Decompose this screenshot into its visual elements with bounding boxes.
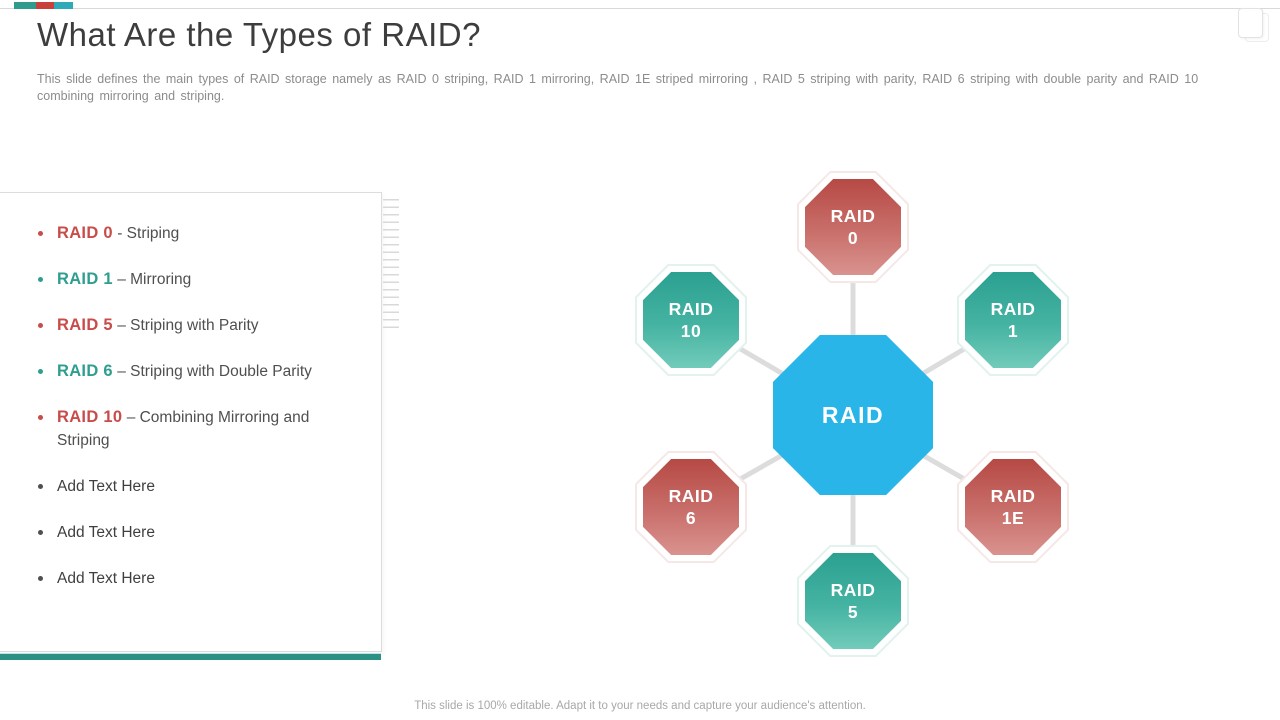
raid-type-list: RAID 0 - Striping RAID 1 – Mirroring RAI…: [38, 222, 338, 613]
node-label-line1: RAID: [830, 206, 876, 226]
node-raid-1: RAID 1: [957, 264, 1069, 376]
octagon-shape: RAID 6: [643, 459, 739, 555]
node-raid-10: RAID 10: [635, 264, 747, 376]
list-item-raid-10: RAID 10 – Combining Mirroring and Stripi…: [38, 406, 323, 452]
placeholder-text: Add Text Here: [57, 524, 155, 541]
placeholder-text: Add Text Here: [57, 570, 155, 587]
node-label-line2: 1: [1007, 321, 1019, 341]
node-raid-1e: RAID 1E: [957, 451, 1069, 563]
node-raid-6: RAID 6: [635, 451, 747, 563]
bullet-dot: [38, 277, 43, 282]
bullet-dot: [38, 576, 43, 581]
raid-label: RAID 10: [57, 408, 123, 426]
bullet-dot: [38, 530, 43, 535]
panel-bottom-accent-bar: [0, 653, 381, 660]
page-front-sheet: [1238, 8, 1263, 38]
node-label-line2: 5: [847, 602, 859, 622]
list-item-raid-6: RAID 6 – Striping with Double Parity: [38, 360, 323, 383]
list-item-raid-5: RAID 5 – Striping with Parity: [38, 314, 323, 337]
raid-label: RAID 1: [57, 270, 113, 288]
footer-note: This slide is 100% editable. Adapt it to…: [414, 700, 866, 712]
placeholder-text: Add Text Here: [57, 478, 155, 495]
node-label-line1: RAID: [830, 580, 876, 600]
bullet-dot: [38, 369, 43, 374]
raid-list-panel: [0, 192, 382, 652]
accent-bar-segment-teal: [14, 2, 36, 9]
accent-bar-segment-red: [36, 2, 54, 9]
notebook-lines-decoration: [383, 193, 399, 334]
list-item-add-text-3[interactable]: Add Text Here: [38, 567, 323, 590]
header-divider-line: [0, 8, 1280, 9]
octagon-shape: RAID 10: [643, 272, 739, 368]
list-item-add-text-1[interactable]: Add Text Here: [38, 475, 323, 498]
bullet-dot: [38, 484, 43, 489]
octagon-shape: RAID 5: [805, 553, 901, 649]
raid-label: RAID 0: [57, 224, 113, 242]
page-title: What Are the Types of RAID?: [37, 16, 481, 53]
raid-label: RAID 6: [57, 362, 113, 380]
raid-description: – Mirroring: [117, 271, 192, 288]
node-label-line2: 1E: [1001, 508, 1025, 528]
raid-description: – Combining Mirroring and Striping: [57, 409, 310, 449]
bullet-dot: [38, 231, 43, 236]
raid-description: – Striping with Parity: [117, 317, 259, 334]
raid-description: - Striping: [117, 225, 180, 242]
octagon-shape: RAID 1E: [965, 459, 1061, 555]
pages-icon[interactable]: [1238, 8, 1272, 46]
node-label-line1: RAID: [668, 486, 714, 506]
raid-label: RAID 5: [57, 316, 113, 334]
raid-types-diagram: RAID 0 RAID 1 RAID 1E RAID 5 RAID 6: [600, 150, 1110, 690]
node-raid-0: RAID 0: [797, 171, 909, 283]
octagon-shape: RAID 0: [805, 179, 901, 275]
list-item-raid-1: RAID 1 – Mirroring: [38, 268, 323, 291]
raid-description: – Striping with Double Parity: [117, 363, 312, 380]
list-item-add-text-2[interactable]: Add Text Here: [38, 521, 323, 544]
node-label-line2: 0: [847, 228, 859, 248]
bullet-dot: [38, 415, 43, 420]
node-label-line2: 6: [685, 508, 697, 528]
node-label-line1: RAID: [990, 486, 1036, 506]
center-node-label: RAID: [821, 401, 885, 428]
node-raid-center: RAID: [773, 335, 933, 495]
slide-description: This slide defines the main types of RAI…: [37, 72, 1199, 103]
accent-bar: [14, 2, 73, 9]
list-item-raid-0: RAID 0 - Striping: [38, 222, 323, 245]
octagon-shape: RAID 1: [965, 272, 1061, 368]
node-label-line1: RAID: [668, 299, 714, 319]
accent-bar-segment-cyan: [54, 2, 73, 9]
node-label-line1: RAID: [990, 299, 1036, 319]
node-raid-5: RAID 5: [797, 545, 909, 657]
bullet-dot: [38, 323, 43, 328]
node-label-line2: 10: [680, 321, 702, 341]
